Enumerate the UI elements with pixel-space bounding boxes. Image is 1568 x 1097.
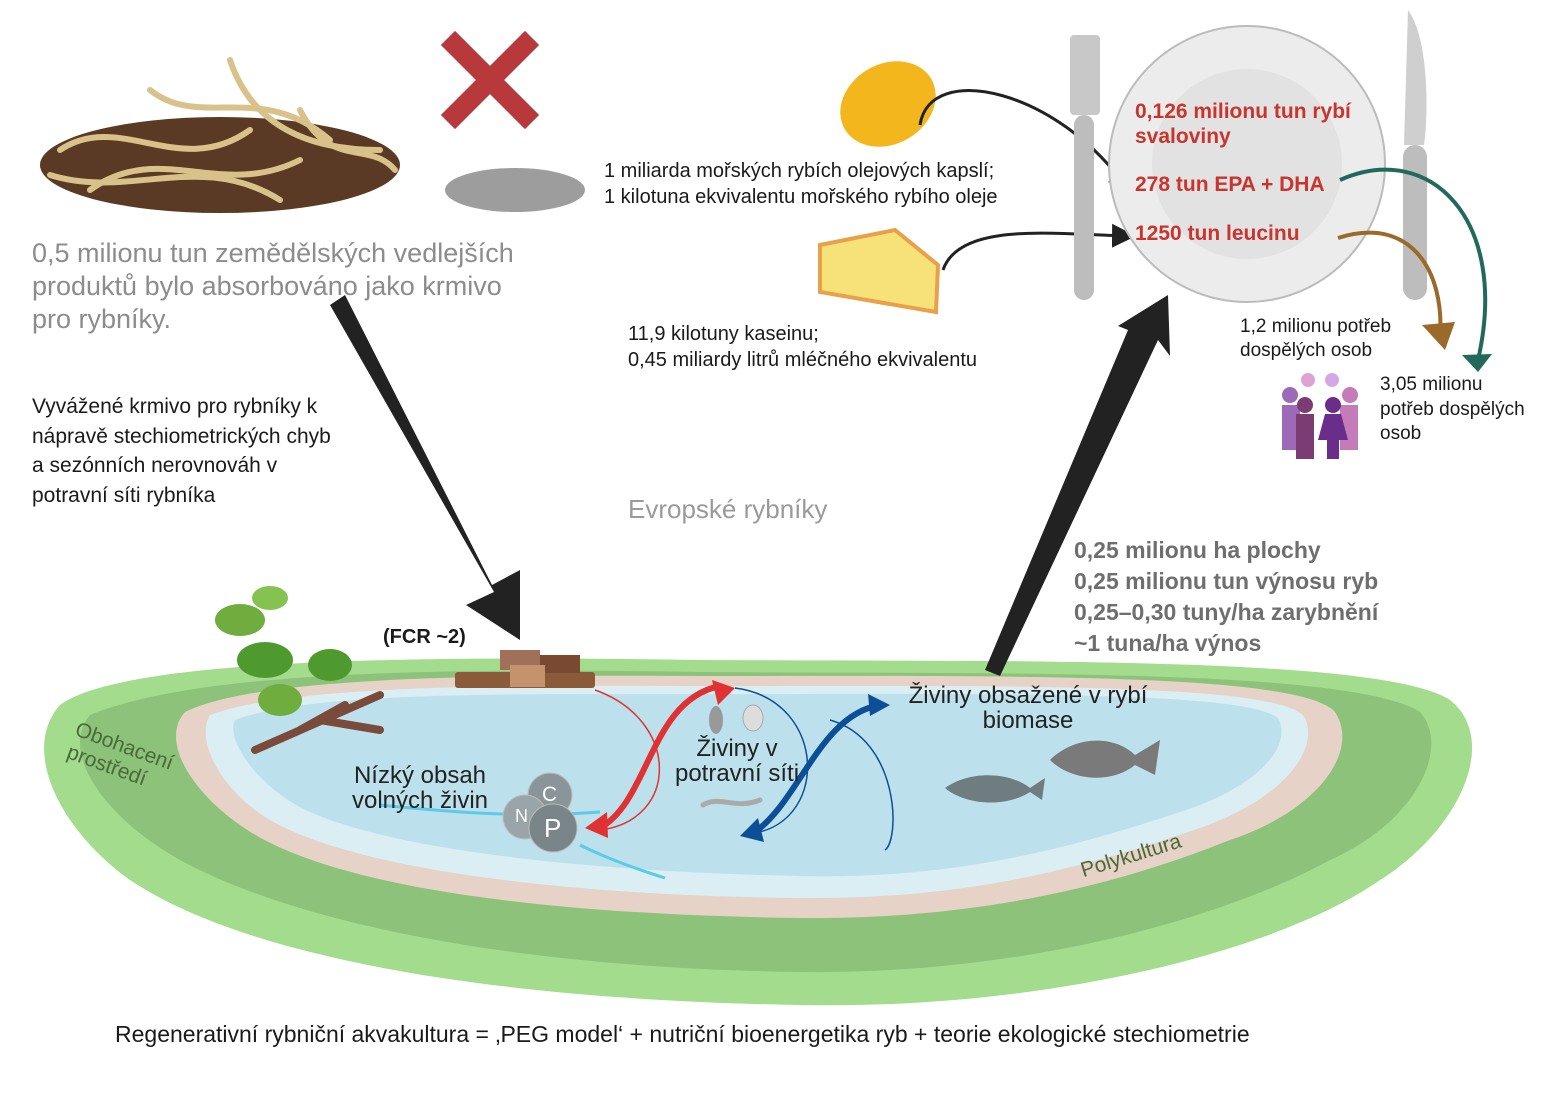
straw-fibers bbox=[47, 57, 398, 203]
fish-oil-capsule-icon bbox=[840, 61, 936, 147]
text-line: a sezónních nerovnováh v bbox=[32, 454, 278, 477]
carp-icon bbox=[1050, 740, 1160, 778]
text-line: svaloviny bbox=[1135, 125, 1231, 148]
arrow-head-red-down bbox=[585, 812, 608, 838]
text-line: 278 tun EPA + DHA bbox=[1135, 173, 1325, 196]
text-line: 0,25–0,30 tuny/ha zarybnění bbox=[1074, 599, 1379, 625]
people-group-icon bbox=[1282, 373, 1358, 459]
daphnia-icon bbox=[742, 704, 764, 732]
arrow-capsule-to-plate bbox=[918, 89, 1132, 195]
text-line: produktů bylo absorbováno jako krmivo bbox=[32, 271, 502, 301]
text-line: 1 miliarda mořských rybích olejových kap… bbox=[604, 160, 995, 182]
text-line: 0,45 miliardy litrů mléčného ekvivalentu bbox=[628, 349, 978, 371]
byproducts-text: 0,5 milionu tun zemědělských vedlejších … bbox=[32, 237, 514, 336]
text-line: Vyvážené krmivo pro rybníky k bbox=[32, 395, 318, 418]
cycle-low-nutrients bbox=[594, 689, 661, 831]
cheese-icon bbox=[818, 227, 941, 315]
text-line: 0,126 milionu tun rybí bbox=[1135, 100, 1351, 123]
text-line: Živiny v bbox=[696, 735, 778, 762]
text-line: potravní síti bbox=[674, 760, 800, 787]
fcr-label: (FCR ~2) bbox=[383, 626, 466, 648]
text-line: 0,25 milionu ha plochy bbox=[1074, 537, 1321, 563]
aquatic-plant-icon bbox=[215, 586, 384, 754]
balanced-feed-text: Vyvážené krmivo pro rybníky k nápravě st… bbox=[32, 392, 331, 510]
text-line: 1 kilotuna ekvivalentu mořského rybího o… bbox=[604, 186, 998, 208]
arrow-epa-to-needs bbox=[1339, 167, 1488, 361]
cycle-fish bbox=[829, 719, 894, 851]
arrow-cheese-to-plate bbox=[941, 223, 1136, 271]
nutrient-circles bbox=[502, 772, 578, 853]
fish-oil-text: 1 miliarda mořských rybích olejových kap… bbox=[604, 158, 998, 210]
text-line: potravní síti rybníka bbox=[32, 483, 216, 507]
text-line: biomase bbox=[982, 707, 1074, 734]
carbon-label: C bbox=[542, 783, 558, 806]
plate-leucine: 1250 tun leucinu bbox=[1135, 221, 1300, 246]
text-line: volných živin bbox=[351, 787, 489, 814]
arrow-head-blue-down bbox=[740, 818, 764, 842]
arrow-red-cycle bbox=[598, 683, 721, 831]
text-line: 0,5 milionu tun zemědělských vedlejších bbox=[32, 238, 514, 268]
text-line: 11,9 kilotuny kaseinu; bbox=[628, 323, 819, 345]
caption: Regenerativní rybniční akvakultura = ‚PE… bbox=[115, 1021, 1250, 1047]
copepod-icon bbox=[709, 706, 723, 734]
straw-byproducts-icon bbox=[40, 117, 400, 213]
knife-icon bbox=[1403, 10, 1427, 300]
text-line: nápravě stechiometrických chyb bbox=[32, 424, 331, 448]
text-line: potřeb dospělých bbox=[1380, 398, 1525, 420]
text-line: 3,05 milionu bbox=[1380, 374, 1483, 395]
arrow-feed-to-pond bbox=[330, 295, 520, 640]
pond-stats: 0,25 milionu ha plochy 0,25 milionu tun … bbox=[1074, 535, 1378, 659]
arrow-head-brown bbox=[1422, 322, 1455, 350]
feed-pellets-icon bbox=[455, 650, 595, 688]
arrow-head-teal bbox=[1462, 354, 1492, 372]
text-line: osob bbox=[1380, 423, 1422, 444]
arrow-leucine-to-needs bbox=[1337, 230, 1443, 339]
phosphorus-label: P bbox=[544, 813, 562, 843]
text-line: pro rybníky. bbox=[32, 304, 172, 334]
casein-text: 11,9 kilotuny kaseinu; 0,45 miliardy lit… bbox=[628, 321, 977, 373]
fish-icon bbox=[945, 775, 1045, 803]
arrow-blue-cycle bbox=[753, 702, 881, 835]
plate-epa-dha: 278 tun EPA + DHA bbox=[1135, 172, 1325, 197]
text-line: 1250 tun leucinu bbox=[1135, 222, 1300, 245]
arrow-head-blue-up bbox=[868, 694, 890, 716]
fork-icon bbox=[1070, 35, 1100, 300]
text-line: Nízký obsah bbox=[353, 762, 487, 789]
low-nutrients-label: Nízký obsah volných živin bbox=[320, 763, 520, 813]
phosphorus-circle bbox=[528, 803, 578, 853]
worm-icon bbox=[700, 797, 763, 808]
european-ponds-label: Evropské rybníky bbox=[628, 494, 828, 524]
text-line: dospělých osob bbox=[1240, 340, 1373, 361]
leucine-needs-text: 1,2 milionu potřeb dospělých osob bbox=[1240, 315, 1391, 363]
plate-icon bbox=[1108, 25, 1386, 303]
text-line: ~1 tuna/ha výnos bbox=[1074, 630, 1262, 656]
arrow-head-red-up bbox=[712, 680, 735, 705]
plate-fish-muscle: 0,126 milionu tun rybí svaloviny bbox=[1135, 99, 1351, 149]
fish-biomass-label: Živiny obsažené v rybí biomase bbox=[888, 683, 1168, 733]
text-line: 1,2 milionu potřeb bbox=[1240, 316, 1392, 337]
epa-needs-text: 3,05 milionu potřeb dospělých osob bbox=[1380, 373, 1525, 447]
text-line: 0,25 milionu tun výnosu ryb bbox=[1074, 568, 1379, 594]
text-line: Živiny obsažené v rybí bbox=[908, 682, 1148, 709]
nitrogen-label: N bbox=[515, 806, 528, 826]
no-landfill-icon bbox=[440, 30, 585, 212]
foodweb-label: Živiny v potravní síti bbox=[637, 736, 837, 786]
arrow-pond-to-plate bbox=[985, 295, 1170, 676]
